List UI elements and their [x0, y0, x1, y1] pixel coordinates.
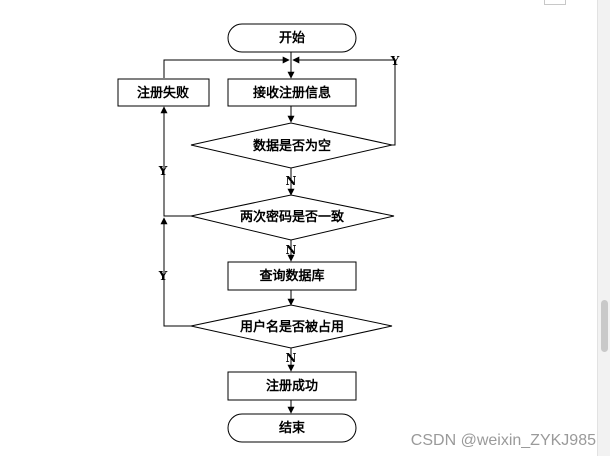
arrow-username-yes-to-fail — [160, 217, 192, 327]
username-taken-label: 用户名是否被占用 — [239, 319, 344, 335]
yes-flag-empty: Y — [390, 54, 400, 68]
data-empty-decision — [190, 122, 393, 169]
data-empty-label: 数据是否为空 — [253, 138, 331, 154]
yes-flag-password: Y — [158, 164, 168, 178]
register-fail-box — [117, 78, 210, 107]
password-match-decision — [190, 194, 395, 241]
vertical-scrollbar[interactable] — [597, 0, 610, 456]
scrollbar-thumb[interactable] — [601, 300, 608, 352]
no-flag-empty: N — [286, 174, 297, 188]
no-flag-username: N — [286, 351, 297, 365]
no-flag-password: N — [286, 243, 297, 257]
register-success-label: 注册成功 — [266, 378, 318, 394]
start-label: 开始 — [279, 30, 305, 46]
end-terminator — [227, 413, 357, 443]
start-terminator — [227, 23, 357, 53]
receive-info-label: 接收注册信息 — [253, 85, 331, 101]
arrow-fail-to-receive — [163, 56, 290, 78]
receive-info-box — [227, 78, 357, 107]
end-label: 结束 — [279, 420, 306, 436]
register-success-box — [227, 371, 357, 401]
password-match-label: 两次密码是否一致 — [240, 209, 345, 225]
register-fail-label: 注册失败 — [137, 85, 189, 101]
username-taken-decision — [190, 304, 393, 349]
yes-flag-username: Y — [158, 269, 168, 283]
arrow-empty-yes-loop — [292, 56, 396, 146]
arrow-password-yes-to-fail — [160, 106, 192, 217]
query-database-box — [227, 261, 357, 291]
window-corner-box — [544, 0, 566, 5]
watermark: CSDN @weixin_ZYKJ985 — [410, 432, 596, 449]
query-database-label: 查询数据库 — [258, 268, 324, 284]
